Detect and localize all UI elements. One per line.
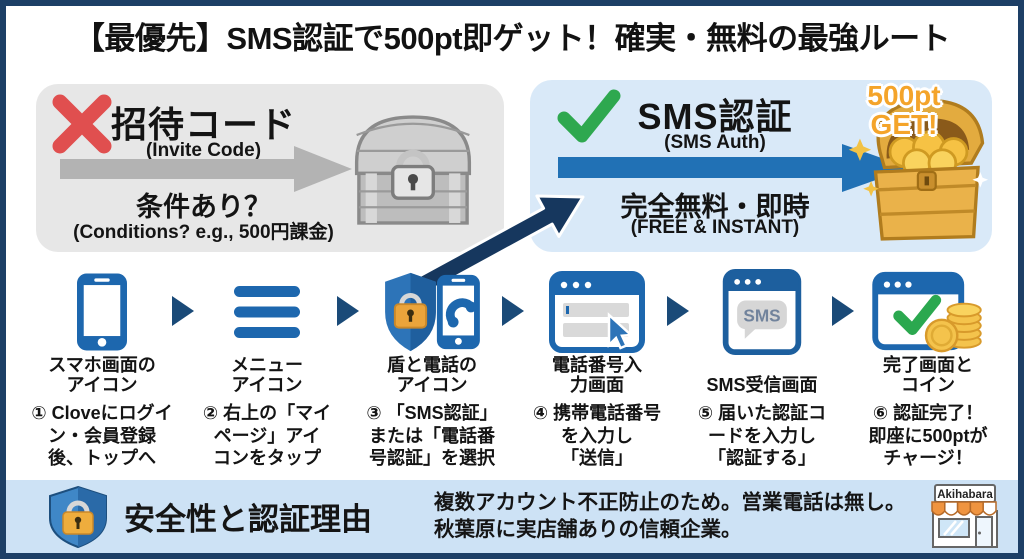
check-icon (557, 89, 621, 143)
x-icon (52, 94, 112, 154)
sms-auth-box: SMS認証 (SMS Auth) 完全無料・即時 (FREE & INSTANT… (530, 80, 992, 252)
step-arrow-icon (832, 296, 854, 326)
step-arrow-icon (502, 296, 524, 326)
step-title: メニュー アイコン (231, 354, 303, 395)
gold-open-chest-icon (848, 99, 989, 241)
phone-input-screen-icon (515, 270, 679, 354)
shield-lock-icon (49, 485, 107, 549)
step-title-wrap: 完了画面と コイン (846, 354, 1010, 395)
step-desc: ② 右上の「マイ ページ」アイ コンをタップ (202, 403, 332, 468)
step-5: SMS SMS受信画面 ⑤ 届いた認証コ ードを入力し 「認証する」 (680, 268, 844, 470)
step-desc: ① Cloveにログイ ン・会員登録 後、トップへ (31, 403, 173, 468)
sms-heading: SMS認証 (637, 96, 793, 137)
reward-badge: 500pt GET! (867, 80, 941, 140)
step-desc: ⑥ 認証完了！ 即座に500ptが チャージ！ (868, 403, 988, 468)
step-title: スマホ画面の アイコン (48, 354, 156, 395)
step-arrow-icon (337, 296, 359, 326)
step-title: 電話番号入 力画面 (552, 354, 642, 395)
step-title-wrap: 盾と電話の アイコン (350, 354, 514, 395)
step-arrow-icon (172, 296, 194, 326)
sms-bubble-label: SMS (743, 306, 780, 326)
step-6: 完了画面と コイン ⑥ 認証完了！ 即座に500ptが チャージ！ (846, 270, 1010, 470)
invite-condition-sub: (Conditions? e.g., 500円課金) (73, 222, 334, 243)
footer-body: 複数アカウント不正防止のため。営業電話は無し。 秋葉原に実店舗ありの信頼企業。 (434, 491, 906, 542)
step-4: 電話番号入 力画面 ④ 携帯電話番号 を入力し 「送信」 (515, 270, 679, 470)
footer-safety-bar: 安全性と認証理由 複数アカウント不正防止のため。営業電話は無し。 秋葉原に実店舗… (6, 480, 1018, 553)
sms-subheading: (SMS Auth) (664, 132, 766, 153)
step-title: SMS受信画面 (706, 374, 818, 395)
step-title-wrap: メニュー アイコン (185, 354, 349, 395)
store-sign-label: Akihabara (937, 489, 993, 501)
complete-screen-coins-icon (846, 270, 1010, 354)
gray-arrow-icon (60, 146, 352, 192)
storefront-icon: Akihabara (931, 484, 998, 548)
shield-phone-icon (350, 270, 514, 354)
smartphone-icon (20, 270, 184, 354)
locked-gray-chest-icon (354, 115, 472, 225)
sms-benefit-sub: (FREE & INSTANT) (630, 217, 800, 238)
invite-heading: 招待コード (110, 104, 296, 145)
step-desc: ⑤ 届いた認証コ ードを入力し 「認証する」 (697, 403, 827, 468)
step-2: メニュー アイコン ② 右上の「マイ ページ」アイ コンをタップ (185, 270, 349, 470)
sms-benefit: 完全無料・即時 (620, 192, 810, 222)
step-title: 盾と電話の アイコン (387, 354, 477, 395)
sms-received-screen-icon: SMS (680, 268, 844, 356)
invite-code-box: 招待コード (Invite Code) 条件あり？ (Conditions? e… (36, 84, 504, 252)
step-desc: ④ 携帯電話番号 を入力し 「送信」 (532, 403, 662, 468)
main-title: 【最優先】SMS認証で500pt即ゲット！確実・無料の最強ルート (73, 21, 951, 56)
footer-heading: 安全性と認証理由 (124, 502, 372, 537)
step-3: 盾と電話の アイコン ③ 「SMS認証」 または「電話番 号認証」を選択 (350, 270, 514, 470)
step-title-wrap: スマホ画面の アイコン (20, 354, 184, 395)
step-title: 完了画面と コイン (883, 354, 973, 395)
step-title-wrap: SMS受信画面 (680, 354, 844, 395)
menu-icon (185, 270, 349, 354)
step-arrow-icon (667, 296, 689, 326)
step-desc: ③ 「SMS認証」 または「電話番 号認証」を選択 (366, 403, 498, 468)
invite-subheading: (Invite Code) (145, 140, 262, 161)
invite-condition: 条件あり？ (136, 192, 271, 222)
step-1: スマホ画面の アイコン ① Cloveにログイ ン・会員登録 後、トップへ (20, 270, 184, 470)
step-title-wrap: 電話番号入 力画面 (515, 354, 679, 395)
